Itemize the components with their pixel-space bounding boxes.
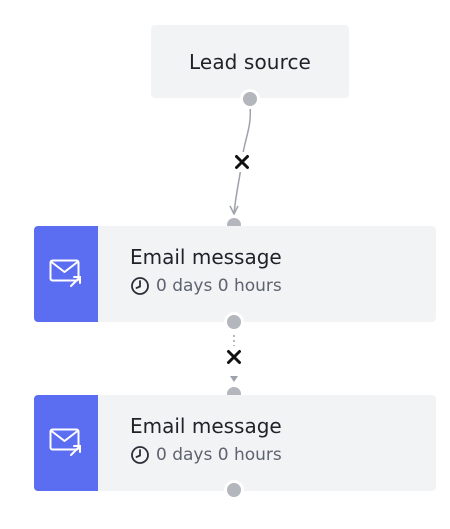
email-node-delay: 0 days 0 hours (130, 276, 282, 296)
email-node-title: Email message (130, 414, 282, 438)
email-node-output-port[interactable] (224, 480, 244, 500)
email-message-node[interactable]: Email message 0 days 0 hours (34, 395, 436, 491)
close-icon (227, 350, 241, 364)
connector-arrowhead (230, 376, 238, 382)
email-node-title: Email message (130, 245, 282, 269)
email-send-icon (49, 428, 81, 456)
remove-connection-button[interactable] (224, 347, 244, 367)
lead-source-output-port[interactable] (240, 89, 260, 109)
email-message-node[interactable]: Email message 0 days 0 hours (34, 226, 436, 322)
close-icon (235, 155, 249, 169)
lead-source-title: Lead source (189, 49, 311, 74)
email-node-delay-text: 0 days 0 hours (156, 445, 282, 465)
remove-connection-button[interactable] (232, 152, 252, 172)
connector-arrowhead (229, 205, 239, 216)
lead-source-node[interactable]: Lead source (151, 25, 349, 98)
clock-icon (131, 446, 149, 464)
email-node-icon-box (34, 395, 98, 491)
email-node-output-port[interactable] (224, 312, 244, 332)
email-node-icon-box (34, 226, 98, 322)
email-node-delay: 0 days 0 hours (130, 445, 282, 465)
email-node-delay-text: 0 days 0 hours (156, 276, 282, 296)
clock-icon (131, 277, 149, 295)
email-send-icon (49, 259, 81, 287)
